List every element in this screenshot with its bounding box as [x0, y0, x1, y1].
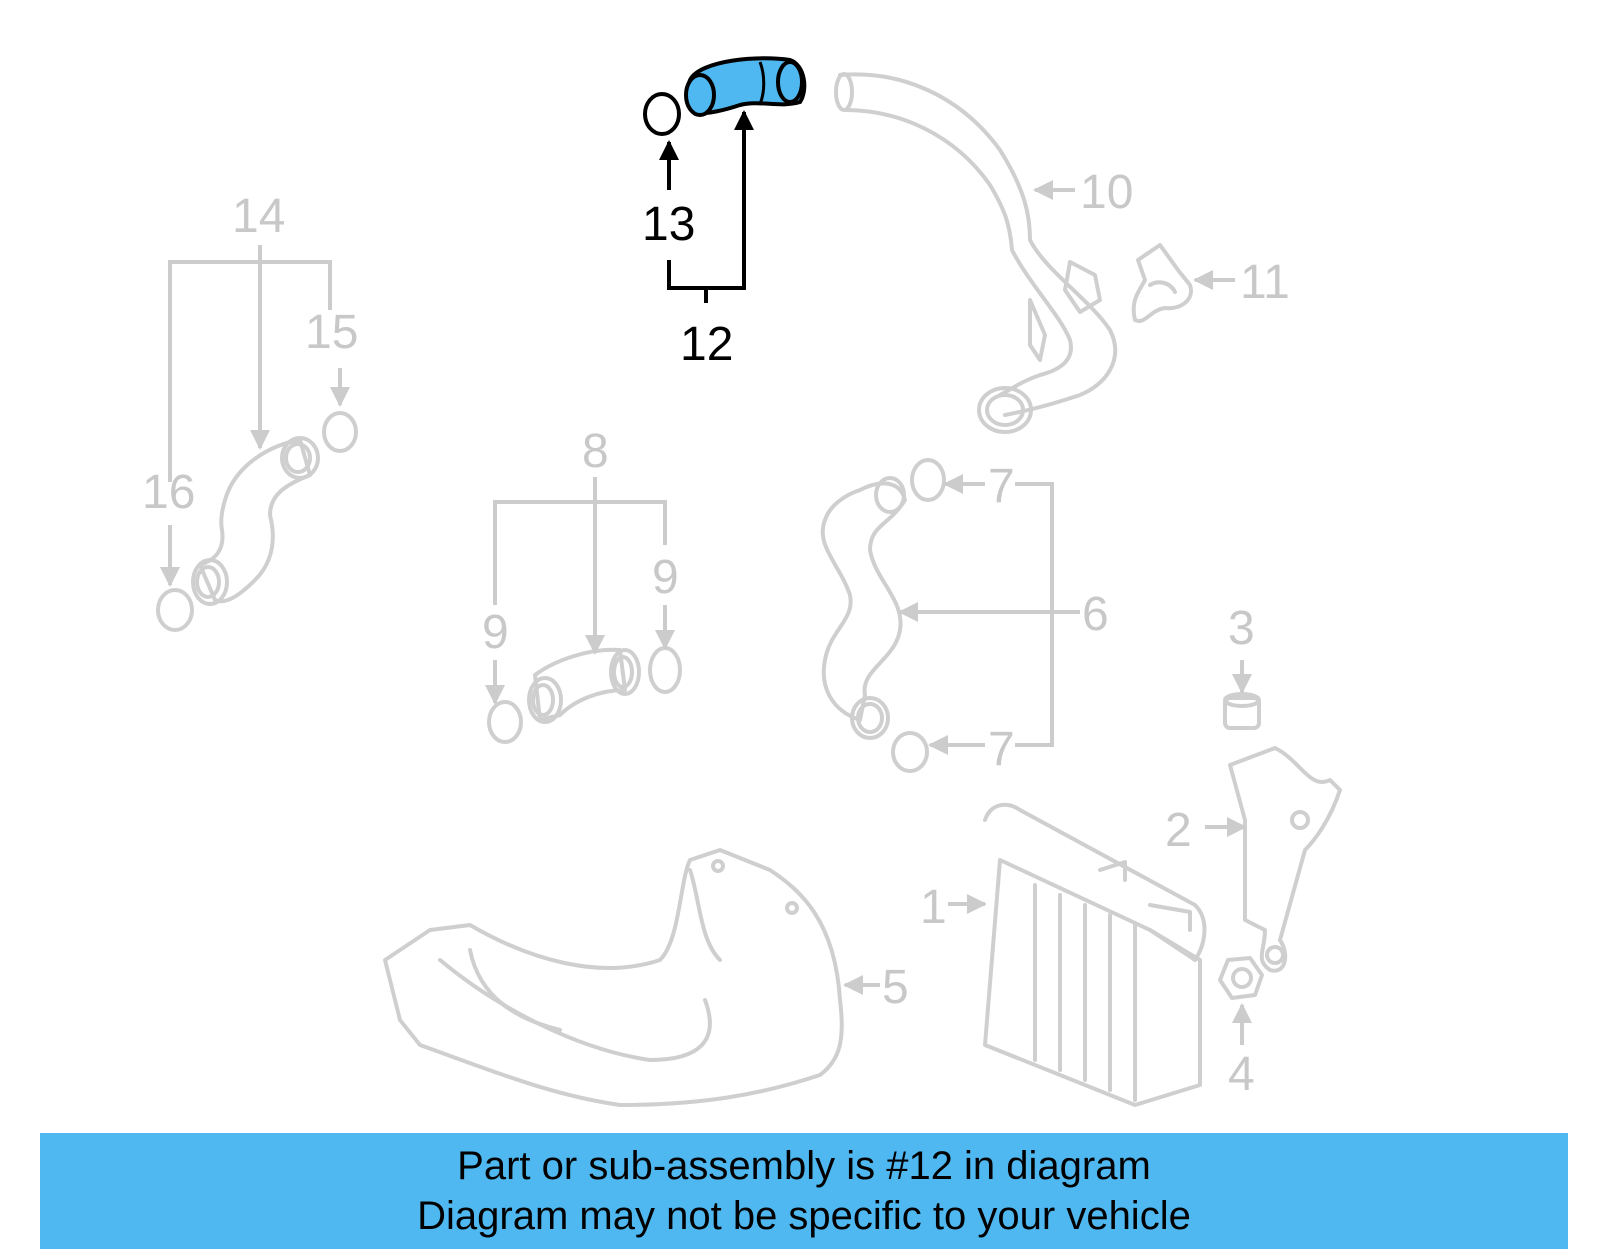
callout-10: 10: [1080, 166, 1133, 219]
info-banner: Part or sub-assembly is #12 in diagram D…: [40, 1133, 1568, 1249]
callout-9b: 9: [652, 551, 679, 604]
callout-16: 16: [142, 466, 195, 519]
o-ring-part-15[interactable]: [322, 411, 358, 453]
intercooler-part-1[interactable]: [983, 802, 1207, 1107]
hose-part-6[interactable]: [820, 476, 907, 740]
callout-6: 6: [1082, 588, 1109, 641]
callout-7b: 7: [988, 723, 1015, 776]
callout-15: 15: [305, 306, 358, 359]
callout-12[interactable]: 12: [680, 318, 733, 371]
leader-14-15-16: [160, 245, 350, 587]
o-ring-part-9b[interactable]: [648, 646, 682, 694]
bushing-part-3[interactable]: [1223, 692, 1261, 730]
callout-1: 1: [920, 881, 947, 934]
callout-4: 4: [1228, 1048, 1255, 1101]
pipe-part-10[interactable]: [834, 72, 1118, 434]
callout-11: 11: [1240, 256, 1290, 309]
banner-line-1: Part or sub-assembly is #12 in diagram: [457, 1144, 1151, 1188]
o-ring-part-7a[interactable]: [910, 458, 946, 502]
o-ring-part-9a[interactable]: [487, 700, 523, 744]
o-ring-part-13[interactable]: [643, 92, 681, 136]
leader-6-7: [898, 474, 1080, 755]
callout-8: 8: [582, 425, 609, 478]
hose-part-12[interactable]: [684, 56, 807, 117]
leader-12-13: [659, 110, 754, 303]
callout-5: 5: [882, 961, 909, 1014]
nut-part-4[interactable]: [1218, 956, 1264, 1000]
hose-part-14[interactable]: [191, 436, 320, 606]
callout-13[interactable]: 13: [642, 198, 695, 251]
sensor-part-11[interactable]: [1131, 243, 1193, 323]
callout-9a: 9: [482, 606, 509, 659]
callout-3: 3: [1228, 602, 1255, 655]
air-duct-part-5[interactable]: [383, 848, 844, 1107]
banner-line-2: Diagram may not be specific to your vehi…: [417, 1194, 1191, 1238]
callout-7a: 7: [988, 460, 1015, 513]
leader-8-9: [485, 477, 675, 705]
callout-2: 2: [1165, 804, 1192, 857]
callout-14: 14: [232, 190, 285, 243]
hose-part-8[interactable]: [527, 647, 641, 724]
o-ring-part-7b[interactable]: [891, 731, 929, 773]
bracket-part-2[interactable]: [1228, 746, 1342, 973]
o-ring-part-16[interactable]: [156, 588, 194, 632]
